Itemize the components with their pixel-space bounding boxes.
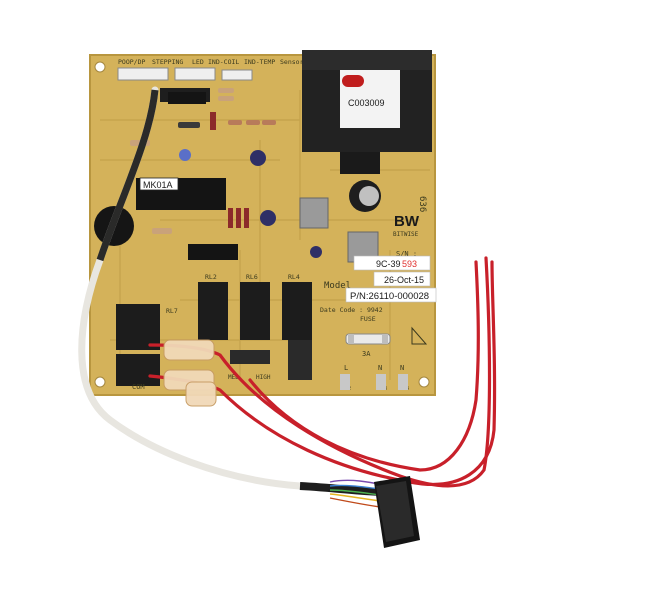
- silk-n1: N: [378, 364, 382, 372]
- transformer: C003009: [302, 50, 432, 174]
- sticker-date: 26-Oct-15: [384, 275, 424, 285]
- silk-header-5: IND-TEMP: [244, 58, 275, 66]
- silk-n2: N: [400, 364, 404, 372]
- silk-l: L: [344, 364, 348, 372]
- silk-header-1: POOP/DP: [118, 58, 145, 66]
- capacitors: [94, 149, 381, 258]
- ic-label: MK01A: [143, 180, 173, 190]
- serial-prefix: 9C-39: [376, 259, 401, 269]
- silk-header-3: LED: [192, 58, 204, 66]
- silk-com: COM: [132, 383, 145, 391]
- brand-logo: BW BITWISE 636 S/N :: [393, 196, 427, 258]
- brand-text: BITWISE: [393, 231, 419, 238]
- relay-label-rl6: RL6: [246, 273, 258, 281]
- silk-med: MED: [228, 374, 239, 381]
- relay-label-rl2: RL2: [205, 273, 217, 281]
- relays: RL2 RL6 RL4 RL7: [116, 273, 312, 386]
- relay-label-rl4: RL4: [288, 273, 300, 281]
- date-code-silk: Date Code : 9942: [320, 306, 383, 314]
- serial-sticker: 9C-39 593 26-Oct-15 P/N:26110-000028: [345, 255, 437, 303]
- silk-high: HIGH: [256, 374, 271, 381]
- ic-chips: MK01A: [136, 92, 238, 260]
- fuse-silk: FUSE: [360, 315, 376, 323]
- silk-header-2: STEPPING: [152, 58, 183, 66]
- wire-connector-plug: [374, 476, 420, 548]
- transformer-part-number: C003009: [348, 98, 385, 108]
- sticker-part-number: P/N:26110-000028: [350, 291, 429, 302]
- silk-header-4: IND-COIL: [208, 58, 239, 66]
- silk-header-6: Sensor: [280, 58, 304, 66]
- model-silk: Model: [324, 281, 351, 291]
- serial-highlight: 593: [402, 259, 417, 269]
- header-silkscreen: POOP/DP STEPPING LED IND-COIL IND-TEMP S…: [118, 58, 304, 66]
- spade-terminals: [340, 374, 408, 390]
- spade-connectors: [163, 339, 217, 407]
- fuse-rating: 3A: [362, 350, 371, 358]
- relay-label-rl7: RL7: [166, 307, 178, 315]
- side-code: 636: [417, 196, 427, 212]
- sn-silk: S/N :: [396, 250, 417, 258]
- fuse: [345, 333, 391, 345]
- brand-logo-text: BW: [394, 213, 420, 230]
- warning-icon: [411, 326, 428, 345]
